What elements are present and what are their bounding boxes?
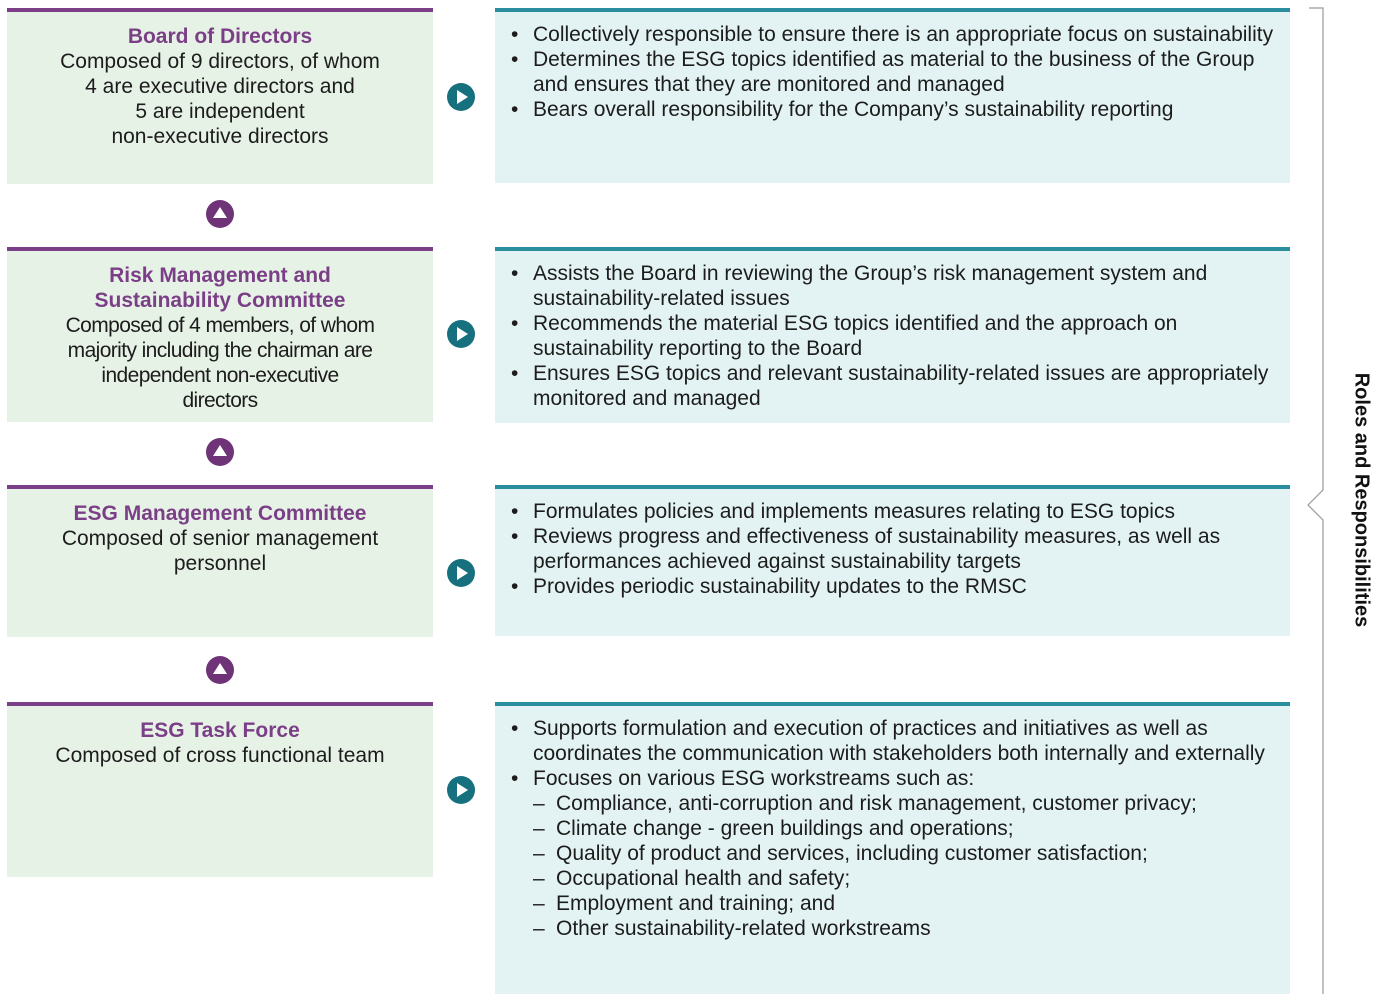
rmsc-title: Risk Management and Sustainability Commi… [94,264,346,312]
esg-management-description: Composed of senior management personnel [61,527,379,575]
task-force-responsibilities-box: Supports formulation and execution of pr… [495,702,1290,994]
list-item: Assists the Board in reviewing the Group… [511,261,1282,311]
task-force-description: Composed of cross functional team [55,744,385,767]
list-item: Recommends the material ESG topics ident… [511,311,1282,361]
list-item: Supports formulation and execution of pr… [511,716,1282,766]
workstream-item: Occupational health and safety; [511,866,1282,891]
arrow-right-icon [447,83,475,111]
workstream-item: Other sustainability-related workstreams [511,916,1282,941]
arrow-right-icon [447,776,475,804]
esg-management-responsibilities-list: Formulates policies and implements measu… [511,499,1282,599]
list-item: Collectively responsible to ensure there… [511,22,1282,47]
arrow-right-icon [447,559,475,587]
list-item: Formulates policies and implements measu… [511,499,1282,524]
board-of-directors-box: Board of Directors Composed of 9 directo… [7,8,433,184]
esg-task-force-box: ESG Task Force Composed of cross functio… [7,702,433,877]
list-item: Determines the ESG topics identified as … [511,47,1282,97]
board-responsibilities-box: Collectively responsible to ensure there… [495,8,1290,183]
task-force-responsibilities-list: Supports formulation and execution of pr… [511,716,1282,941]
rmsc-description: Composed of 4 members, of whom majority … [65,314,375,412]
arrow-up-icon [206,656,234,684]
workstream-item: Compliance, anti-corruption and risk man… [511,791,1282,816]
board-description: Composed of 9 directors, of whom 4 are e… [60,50,380,148]
list-item: Bears overall responsibility for the Com… [511,97,1282,122]
roles-responsibilities-label: Roles and Responsibilities [1350,372,1373,628]
workstream-item: Employment and training; and [511,891,1282,916]
arrow-right-icon [447,320,475,348]
list-item: Reviews progress and effectiveness of su… [511,524,1282,574]
workstream-item: Climate change - green buildings and ope… [511,816,1282,841]
board-title: Board of Directors [127,25,313,48]
list-item: Provides periodic sustainability updates… [511,574,1282,599]
rmsc-responsibilities-box: Assists the Board in reviewing the Group… [495,247,1290,423]
arrow-up-icon [206,200,234,228]
bracket-divider [1307,7,1324,994]
rmsc-box: Risk Management and Sustainability Commi… [7,247,433,422]
esg-management-committee-box: ESG Management Committee Composed of sen… [7,485,433,637]
task-force-title: ESG Task Force [140,719,300,742]
rmsc-responsibilities-list: Assists the Board in reviewing the Group… [511,261,1282,411]
esg-management-responsibilities-box: Formulates policies and implements measu… [495,485,1290,636]
esg-management-title: ESG Management Committee [73,502,367,525]
arrow-up-icon [206,438,234,466]
list-item: Focuses on various ESG workstreams such … [511,766,1282,791]
board-responsibilities-list: Collectively responsible to ensure there… [511,22,1282,122]
workstream-item: Quality of product and services, includi… [511,841,1282,866]
list-item: Ensures ESG topics and relevant sustaina… [511,361,1282,411]
